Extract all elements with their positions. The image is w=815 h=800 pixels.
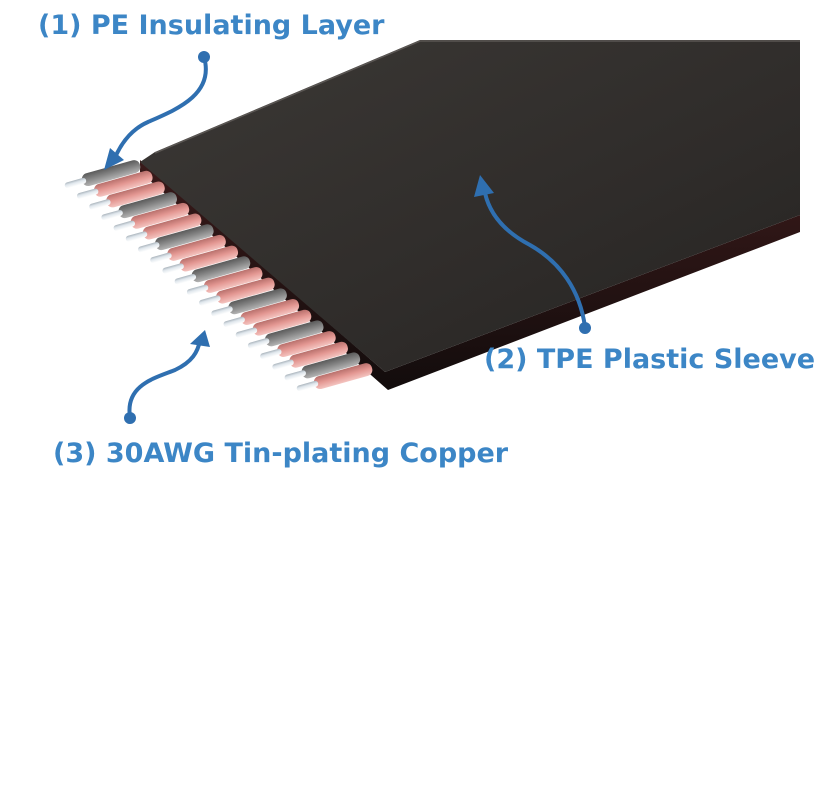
tin-plated-copper-conductor: [138, 242, 160, 253]
tin-plated-copper-conductor: [235, 327, 258, 338]
tpe-plastic-sleeve-label: (2) TPE Plastic Sleeve: [484, 344, 815, 375]
pink-insulated-wire: [162, 245, 239, 274]
tin-plated-copper-conductor: [247, 338, 270, 349]
gray-insulated-wire: [64, 160, 141, 189]
pink-insulated-wire: [296, 363, 373, 392]
gray-insulated-wire: [101, 192, 177, 221]
tin-plated-copper-conductor: [260, 348, 282, 360]
tin-plated-copper-conductor: [186, 284, 209, 296]
tin-plated-copper-conductor: [272, 359, 294, 370]
tpe-plastic-sleeve: [140, 40, 800, 372]
pink-insulated-wire: [186, 266, 263, 296]
tin-plated-copper-conductor: [64, 177, 87, 189]
tin-plated-copper-conductor: [101, 209, 123, 221]
gray-insulated-wire: [247, 320, 324, 349]
tin-plated-copper-conductor: [162, 263, 184, 274]
tin-plated-copper-conductor: [211, 306, 233, 317]
tin-plated-copper-conductor: [76, 188, 99, 199]
pink-insulated-wire: [235, 309, 312, 338]
sleeve-highlight: [154, 40, 800, 154]
pink-insulated-wire: [272, 341, 348, 370]
pink-insulated-wire: [199, 277, 275, 306]
pink-insulated-wire: [76, 170, 153, 199]
pe-insulating-layer-label: (1) PE Insulating Layer: [38, 10, 385, 41]
gray-insulated-wire: [138, 224, 214, 253]
curved-arrow-icon: [104, 51, 210, 170]
pink-insulated-wire: [125, 213, 202, 242]
pink-insulated-wire: [113, 202, 190, 231]
gray-insulated-wire: [284, 352, 361, 381]
gray-insulated-wire: [174, 256, 251, 285]
curved-arrow-icon: [124, 330, 210, 424]
tin-plated-copper-conductor: [150, 252, 172, 264]
gray-insulated-wire: [211, 288, 287, 317]
tin-plated-copper-conductor: [296, 380, 319, 392]
tin-plated-copper-conductor: [89, 199, 111, 210]
tin-plated-copper-conductor: [223, 316, 245, 328]
tin-plated-copper-conductor: [174, 274, 197, 285]
pink-insulated-wire: [150, 234, 226, 264]
wire-bundle: [64, 160, 373, 392]
tin-plated-copper-conductor: [284, 370, 306, 381]
tin-plated-copper-conductor: [125, 231, 148, 242]
pink-insulated-wire: [89, 181, 165, 210]
curved-arrow-icon: [474, 175, 591, 334]
pink-insulated-wire: [260, 331, 336, 360]
pink-insulated-wire: [223, 299, 300, 328]
copper-conductor-label: (3) 30AWG Tin-plating Copper: [53, 438, 509, 469]
tin-plated-copper-conductor: [113, 220, 136, 231]
tin-plated-copper-conductor: [199, 295, 221, 306]
